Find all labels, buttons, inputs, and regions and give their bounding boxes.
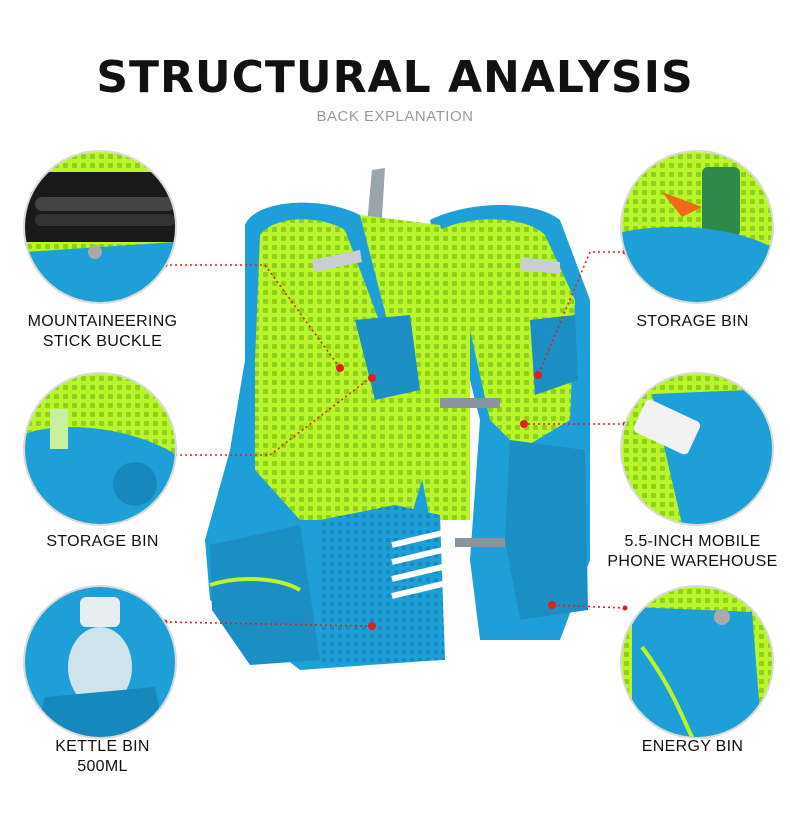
label-kettle-bin: KETTLE BIN 500ML (55, 738, 150, 775)
detail-storage-bin-left (23, 372, 177, 526)
label-phone-warehouse: 5.5-INCH MOBILE PHONE WAREHOUSE (607, 533, 778, 570)
label-storage-bin-left: STORAGE BIN (46, 533, 159, 550)
detail-storage-bin-right (620, 150, 774, 304)
detail-kettle-bin (23, 585, 177, 739)
detail-stick-buckle (23, 150, 177, 304)
page-title: STRUCTURAL ANALYSIS (96, 52, 694, 103)
page-subtitle: BACK EXPLANATION (316, 108, 474, 125)
detail-phone-warehouse (620, 372, 774, 526)
label-energy-bin: ENERGY BIN (641, 738, 744, 755)
label-mountaineering-stick-buckle: MOUNTAINEERING STICK BUCKLE (27, 313, 178, 350)
label-storage-bin-right: STORAGE BIN (636, 313, 749, 330)
detail-energy-bin (620, 585, 774, 739)
